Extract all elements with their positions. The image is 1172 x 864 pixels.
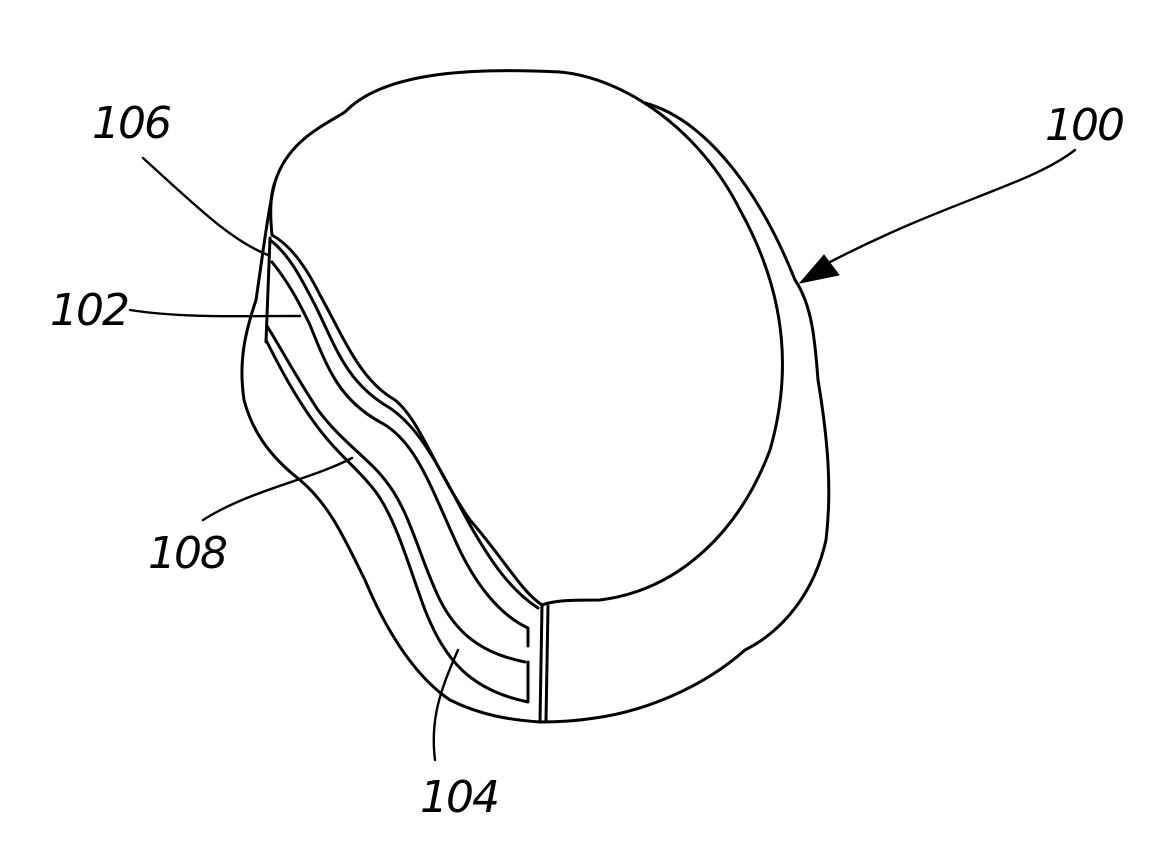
- label-102: 102: [50, 285, 128, 336]
- bottom-edge: [538, 603, 544, 724]
- front-divider: [544, 604, 550, 722]
- layer-line-102: [270, 260, 530, 648]
- pad-body: [240, 69, 831, 724]
- side-band-outer: [538, 101, 831, 724]
- callout-100: 100: [798, 100, 1125, 284]
- callout-104: 104: [420, 648, 500, 823]
- label-104: 104: [420, 772, 498, 823]
- layer-line-104: [264, 338, 530, 704]
- label-106: 106: [92, 98, 171, 149]
- leader-100: [828, 148, 1077, 264]
- top-surface-outline: [269, 69, 784, 607]
- layer-line-106: [268, 238, 540, 610]
- label-100: 100: [1045, 100, 1123, 151]
- callout-108: 108: [148, 456, 354, 579]
- layer-outer-wall: [240, 180, 542, 724]
- layer-left-edge: [264, 236, 272, 344]
- leader-108: [201, 456, 354, 522]
- label-108: 108: [148, 528, 227, 579]
- layer-line-108: [265, 324, 527, 664]
- callout-106: 106: [92, 98, 270, 257]
- leader-102: [128, 308, 302, 318]
- callout-102: 102: [50, 285, 302, 336]
- leader-106: [141, 156, 270, 257]
- arrowhead-100: [798, 254, 840, 284]
- leader-104: [432, 648, 460, 762]
